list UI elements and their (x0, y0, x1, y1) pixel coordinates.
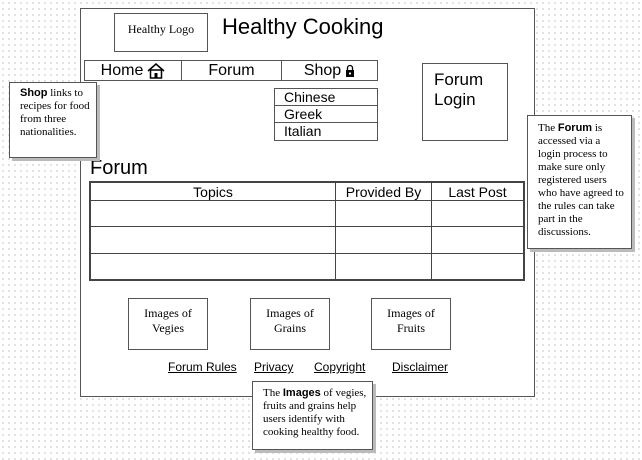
forum-heading: Forum (90, 157, 148, 179)
nav-forum-label: Forum (208, 61, 255, 79)
dropdown-item-chinese[interactable]: Chinese (275, 89, 377, 106)
forum-annotation: The Forum is accessed via a login proces… (527, 115, 632, 249)
forum-annotation-bold: Forum (557, 122, 593, 134)
forum-table: Topics Provided By Last Post (89, 181, 525, 281)
column-header-provided-by: Provided By (335, 182, 432, 201)
image-vegies: Images of Vegies (128, 298, 208, 350)
footer-link-copyright[interactable]: Copyright (314, 360, 366, 374)
column-header-last-post: Last Post (431, 182, 524, 201)
shop-annotation-bold: Shop (20, 87, 48, 99)
table-row[interactable] (90, 252, 524, 281)
nav-bar: Home Forum Shop (84, 60, 378, 81)
site-logo-text: Healthy Logo (127, 22, 195, 36)
lock-icon (346, 64, 355, 77)
forum-annotation-text: is accessed via a login process to make … (538, 122, 624, 238)
login-label-line1: Forum (434, 70, 484, 89)
image-grains: Images of Grains (250, 298, 330, 350)
site-logo[interactable]: Healthy Logo (114, 13, 208, 52)
forum-login-box[interactable]: Forum Login (422, 63, 508, 141)
shop-annotation: Shop links to recipes for food from thre… (9, 82, 97, 158)
image-fruits-line1: Images of (387, 306, 435, 320)
home-icon (147, 62, 165, 79)
images-annotation-text: of vegies, fruits and grains help users … (263, 387, 367, 438)
nav-item-home[interactable]: Home (85, 61, 182, 80)
table-row[interactable] (90, 226, 524, 254)
shop-annotation-text: links to recipes for food from three nat… (20, 87, 90, 138)
footer-link-forum-rules[interactable]: Forum Rules (168, 360, 237, 374)
table-row[interactable] (90, 199, 524, 228)
footer-link-disclaimer[interactable]: Disclaimer (392, 360, 449, 374)
nav-item-forum[interactable]: Forum (182, 61, 282, 80)
shop-dropdown: Chinese Greek Italian (274, 88, 378, 141)
login-label-line2: Login (434, 90, 476, 109)
dropdown-item-italian[interactable]: Italian (284, 123, 322, 139)
forum-table-header: Topics Provided By Last Post (90, 182, 524, 201)
images-annotation: The Images of vegies, fruits and grains … (252, 381, 373, 450)
image-fruits: Images of Fruits (371, 298, 451, 350)
footer-link-privacy[interactable]: Privacy (254, 360, 294, 374)
site-title: Healthy Cooking (222, 14, 384, 39)
image-vegies-line1: Images of (144, 306, 192, 320)
images-annotation-prefix: The (263, 387, 283, 399)
image-grains-line1: Images of (266, 306, 314, 320)
image-fruits-line2: Fruits (396, 321, 425, 335)
forum-annotation-prefix: The (538, 122, 558, 134)
image-vegies-line2: Vegies (152, 321, 184, 335)
image-grains-line2: Grains (274, 321, 306, 335)
nav-home-label: Home (100, 61, 144, 79)
column-header-topics: Topics (90, 182, 336, 201)
nav-item-shop[interactable]: Shop (282, 61, 377, 80)
nav-shop-label: Shop (303, 61, 342, 79)
images-annotation-bold: Images (282, 387, 321, 399)
dropdown-item-greek[interactable]: Greek (275, 106, 377, 123)
